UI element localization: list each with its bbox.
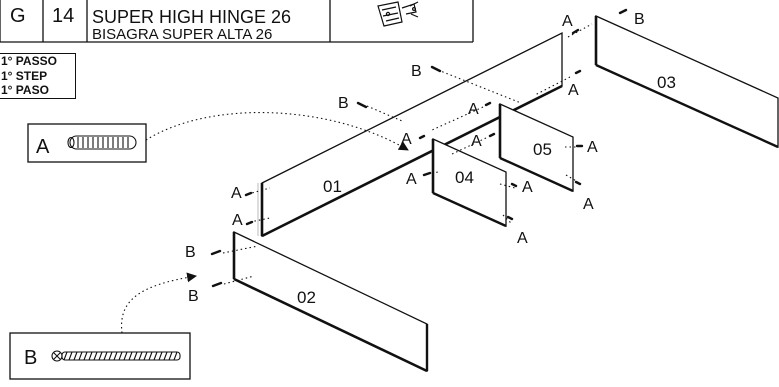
parts-table: G 14 SUPER HIGH HINGE 26 BISAGRA SUPER A… (0, 0, 474, 43)
callout-b: B (634, 11, 645, 28)
panel-05: 05 (498, 102, 574, 193)
parts-table-letter: G (10, 5, 26, 27)
dowel-icon (67, 135, 137, 150)
callout-b: B (185, 244, 196, 261)
hardware-a-letter: A (36, 136, 50, 158)
panel-03-label: 03 (657, 73, 676, 92)
callout-a: A (406, 171, 417, 188)
arrow-b-to-assembly (121, 272, 197, 334)
callout-a: A (231, 185, 242, 202)
parts-table-name-en: SUPER HIGH HINGE 26 (92, 7, 291, 27)
panel-01-label: 01 (323, 177, 342, 196)
panel-04-label: 04 (455, 168, 474, 187)
callout-a: A (562, 13, 573, 30)
callout-a: A (583, 196, 594, 213)
callout-a: A (468, 101, 479, 118)
callout-a: A (522, 179, 533, 196)
step-label-en: 1° STEP (1, 68, 48, 83)
callout-a: A (587, 139, 598, 156)
callout-b: B (411, 63, 422, 80)
parts-table-name-it: BISAGRA SUPER ALTA 26 (92, 26, 272, 43)
step-label-it: 1° PASSO (1, 54, 57, 68)
callout-a: A (401, 131, 412, 148)
callout-letters: A B B A B A A A A A A A A A A B B (185, 11, 645, 305)
callout-b: B (188, 288, 199, 305)
panel-03: 03 (594, 14, 779, 149)
callout-a: A (232, 212, 243, 229)
callout-a: A (471, 133, 482, 150)
screw-icon (51, 350, 181, 362)
panel-02: 02 (232, 230, 429, 373)
panel-05-label: 05 (533, 140, 552, 159)
hardware-b-box: B (9, 332, 191, 380)
panel-04: 04 (431, 137, 507, 228)
callout-a: A (568, 82, 579, 99)
hinge-icon (377, 1, 419, 27)
hardware-b-letter: B (24, 347, 37, 369)
alignment-lines (222, 23, 593, 285)
fitting-marks (210, 8, 628, 288)
panel-02-label: 02 (297, 288, 316, 307)
step-label-box: 1° PASSO 1° STEP 1° PASO (0, 53, 76, 99)
callout-b: B (338, 95, 349, 112)
parts-table-qty: 14 (52, 5, 74, 27)
callout-a: A (517, 230, 528, 247)
step-label-es: 1° PASO (1, 83, 49, 97)
hardware-a-box: A (27, 123, 147, 163)
